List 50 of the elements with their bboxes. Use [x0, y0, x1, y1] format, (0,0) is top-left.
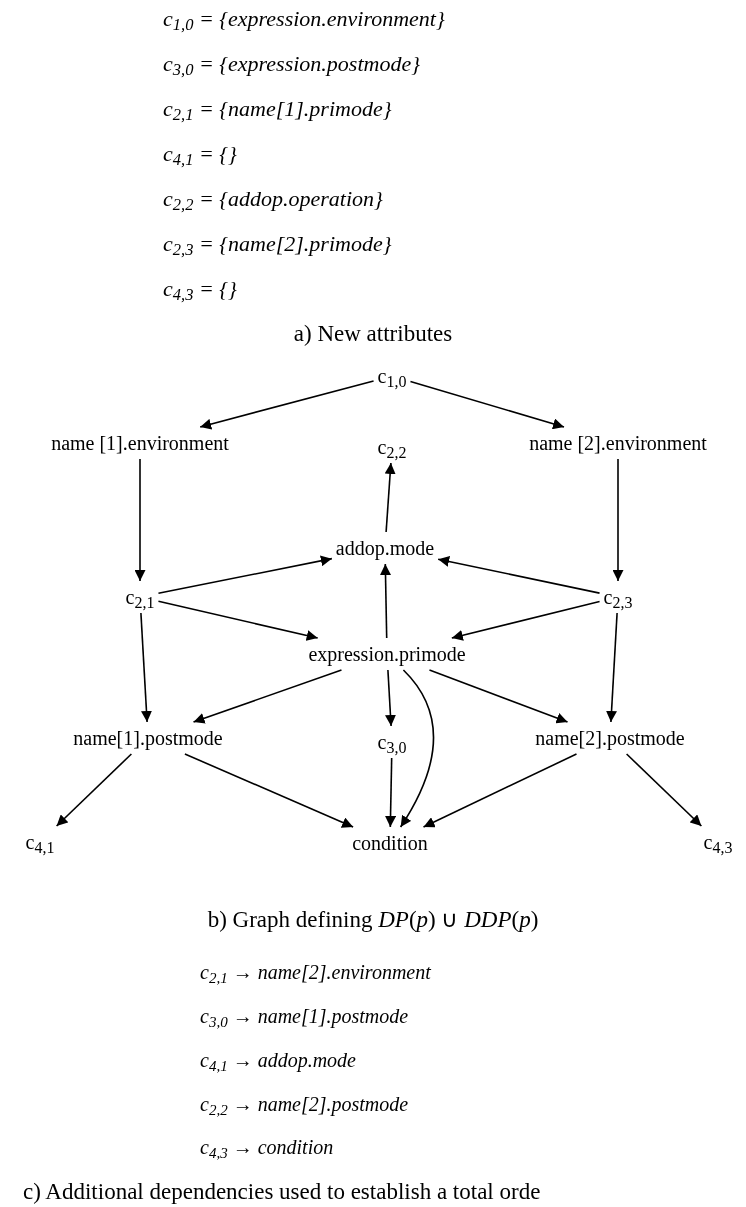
- formula-text: c$_{4,3}$ = {}: [163, 275, 237, 303]
- arrow: [134, 458, 146, 582]
- node-label: c$_{4,1}$: [25, 830, 55, 854]
- arrow: [428, 669, 569, 724]
- node-label: name[2].postmode: [535, 726, 685, 750]
- arrow: [385, 669, 396, 727]
- arrow: [380, 563, 391, 639]
- arrow: [437, 556, 601, 594]
- formula-text: c$_{3,0}$ = {expression.postmode}: [163, 50, 420, 78]
- node-label: name [2].environment: [529, 431, 707, 455]
- arrow: [157, 600, 319, 641]
- arrow: [192, 669, 343, 724]
- arrow: [384, 462, 396, 533]
- node-label: c$_{3,0}$: [377, 730, 407, 754]
- node-label: name[1].postmode: [73, 726, 223, 750]
- node-label: addop.mode: [335, 536, 435, 560]
- formula-text: c$_{1,0}$ = {expression.environment}: [163, 5, 445, 33]
- arrow: [422, 753, 578, 828]
- node-label: c$_{2,1}$: [125, 585, 155, 609]
- arrow: [140, 612, 152, 723]
- node-label: c$_{2,3}$: [603, 585, 633, 609]
- arrow: [451, 600, 601, 641]
- node-label: condition: [352, 831, 428, 855]
- arrow: [157, 555, 333, 595]
- node-label: c$_{1,0}$: [377, 364, 407, 388]
- formula-text: c$_{4,1}$ = {}: [163, 140, 237, 168]
- arrow: [625, 753, 703, 827]
- node-label: c$_{4,3}$: [703, 830, 733, 854]
- caption-text: b) Graph defining DP(p) ∪ DDP(p): [207, 906, 539, 934]
- formula-text: c$_{2,1}$ → name[2].environment: [200, 960, 431, 986]
- arrow: [184, 753, 354, 828]
- arrow: [612, 458, 624, 582]
- caption-text: a) New attributes: [293, 320, 453, 348]
- formula-text: c$_{4,1}$ → addop.mode: [200, 1048, 356, 1074]
- arrow: [385, 757, 397, 828]
- caption-text: c) Additional dependencies used to establish a total orde: [23, 1178, 541, 1206]
- node-label: expression.primode: [308, 642, 466, 666]
- arrow: [55, 753, 133, 827]
- node-label: name [1].environment: [51, 431, 229, 455]
- formula-text: c$_{3,0}$ → name[1].postmode: [200, 1004, 409, 1030]
- arrow: [399, 669, 435, 828]
- formula-text: c$_{2,1}$ = {name[1].primode}: [163, 95, 392, 123]
- node-label: c$_{2,2}$: [377, 435, 407, 459]
- arrow: [606, 612, 618, 723]
- formula-text: c$_{2,2}$ = {addop.operation}: [163, 185, 383, 213]
- formula-text: c$_{4,3}$ → condition: [200, 1135, 334, 1161]
- arrow: [199, 380, 375, 430]
- formula-text: c$_{2,3}$ = {name[2].primode}: [163, 230, 392, 258]
- arrow: [409, 380, 565, 430]
- formula-text: c$_{2,2}$ → name[2].postmode: [200, 1092, 409, 1118]
